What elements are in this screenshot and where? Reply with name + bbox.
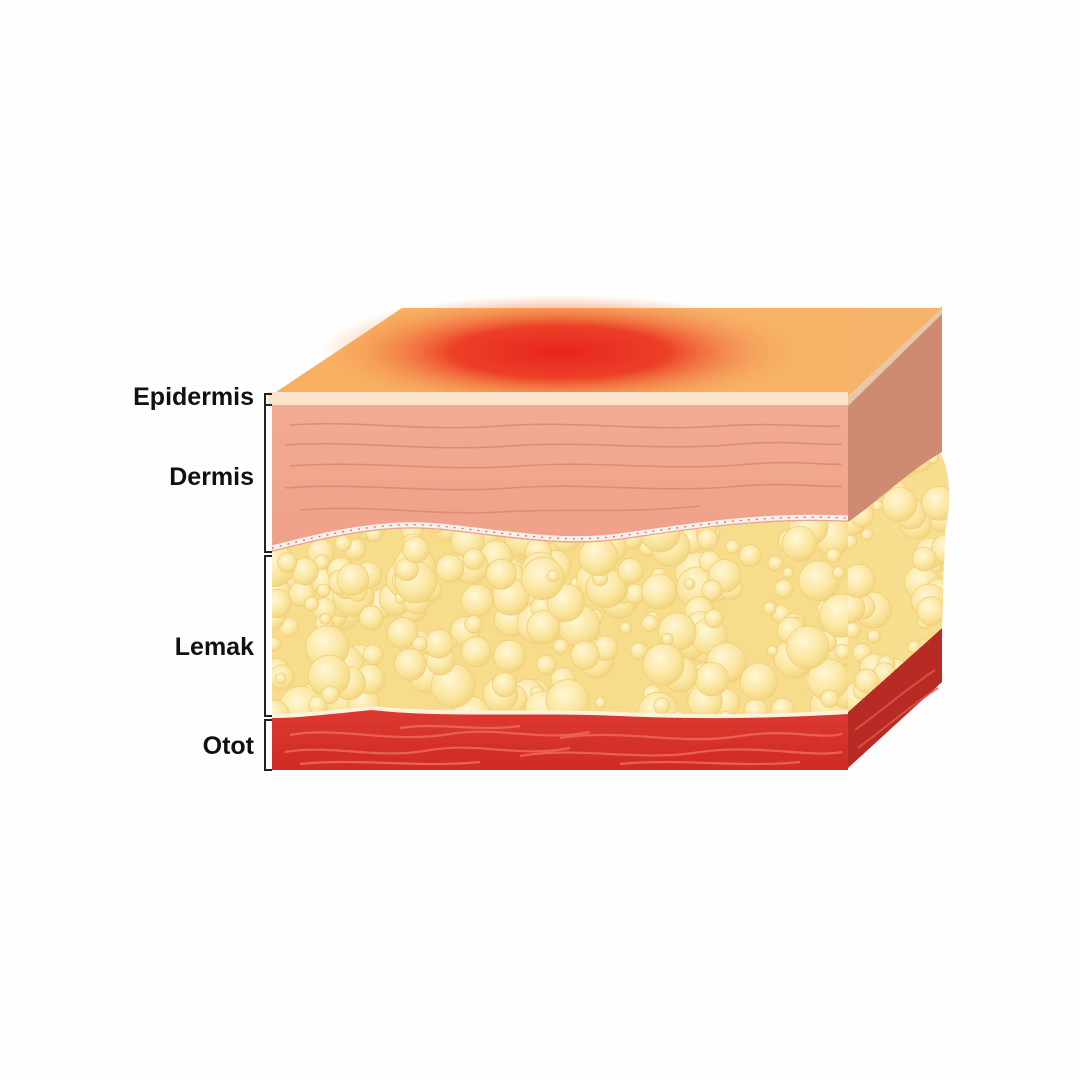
fat-globule bbox=[277, 552, 298, 573]
fat-globule bbox=[696, 528, 719, 550]
label-lemak: Lemak bbox=[174, 633, 254, 661]
fat-globule bbox=[272, 588, 292, 619]
dermis-front bbox=[272, 405, 848, 552]
fat-globule bbox=[321, 685, 340, 705]
fat-globule bbox=[336, 563, 370, 596]
fat-globule bbox=[316, 583, 331, 598]
fat-globule bbox=[493, 639, 526, 673]
fat-globule bbox=[848, 534, 858, 550]
muscle-front bbox=[272, 710, 848, 770]
fat-globule bbox=[762, 601, 777, 616]
muscle-side bbox=[848, 628, 942, 768]
fat-globule bbox=[424, 629, 454, 659]
fat-globule bbox=[661, 632, 674, 646]
fat-globule bbox=[358, 605, 384, 631]
fat-globule bbox=[725, 539, 741, 555]
fat-globule bbox=[319, 613, 332, 625]
fat-globule bbox=[774, 579, 794, 599]
fat-globule bbox=[521, 556, 565, 601]
fat-globule bbox=[683, 578, 696, 590]
fat-globule bbox=[819, 593, 848, 638]
fat-globule bbox=[570, 640, 600, 670]
fat-globule bbox=[617, 557, 644, 584]
fat-globule bbox=[921, 485, 950, 521]
fat-globule bbox=[834, 643, 848, 660]
fat-globule bbox=[781, 525, 817, 561]
fat-globule bbox=[491, 672, 518, 698]
label-dermis: Dermis bbox=[169, 463, 254, 491]
fat-globule bbox=[304, 596, 319, 612]
fat-globule bbox=[464, 615, 483, 634]
fat-globule bbox=[461, 636, 492, 667]
fat-globule bbox=[860, 528, 874, 541]
fat-globule bbox=[362, 644, 384, 666]
fat-globule bbox=[386, 617, 419, 649]
label-otot: Otot bbox=[202, 732, 254, 760]
fat-globule bbox=[848, 563, 876, 598]
fat-globule bbox=[619, 621, 633, 635]
fat-globule bbox=[940, 569, 950, 581]
fat-globule bbox=[411, 636, 428, 652]
fat-globule bbox=[854, 668, 879, 694]
fat-globule bbox=[701, 579, 723, 601]
dermis-side bbox=[848, 312, 942, 522]
fat-globule bbox=[767, 555, 784, 572]
fat-globule bbox=[738, 544, 762, 567]
fat-globule bbox=[766, 645, 778, 657]
fat-globule bbox=[653, 697, 671, 715]
fat-globule bbox=[641, 614, 659, 633]
epidermis-side bbox=[848, 306, 942, 406]
fat-globule bbox=[820, 689, 839, 708]
fat-globule bbox=[526, 610, 561, 644]
fat-globule bbox=[274, 672, 287, 685]
fat-globule bbox=[739, 662, 778, 701]
fat-globule bbox=[911, 546, 937, 572]
fat-globule bbox=[334, 535, 352, 552]
fat-globule bbox=[798, 560, 840, 602]
fat-globule bbox=[694, 662, 729, 697]
fat-globule bbox=[535, 654, 557, 676]
redness-spot bbox=[320, 294, 800, 410]
fat-globule bbox=[825, 548, 841, 564]
fat-globule bbox=[881, 486, 918, 522]
fat-globule bbox=[641, 573, 678, 610]
fat-globule bbox=[462, 548, 485, 571]
fat-globule bbox=[485, 558, 517, 590]
fat-globule bbox=[552, 638, 569, 655]
fat-globule bbox=[933, 701, 947, 712]
fat-globule bbox=[782, 567, 794, 579]
fat-globule bbox=[630, 642, 648, 660]
fat-globule bbox=[785, 625, 830, 670]
fat-globule bbox=[435, 554, 465, 583]
label-epidermis: Epidermis bbox=[133, 383, 254, 411]
fat-globule bbox=[460, 584, 494, 618]
fat-globule bbox=[594, 697, 607, 709]
fat-globule bbox=[272, 636, 282, 652]
fat-globule bbox=[578, 536, 618, 577]
fat-globule bbox=[866, 629, 881, 644]
fat-globule bbox=[916, 596, 946, 626]
fat-globule bbox=[394, 648, 427, 681]
fat-globule bbox=[546, 569, 560, 583]
fat-globule bbox=[642, 643, 685, 686]
epidermis-front bbox=[268, 392, 848, 406]
fat-globule bbox=[402, 536, 430, 564]
fat-globule bbox=[704, 609, 724, 629]
layer-brackets bbox=[264, 393, 272, 771]
fat-globule bbox=[832, 566, 845, 580]
